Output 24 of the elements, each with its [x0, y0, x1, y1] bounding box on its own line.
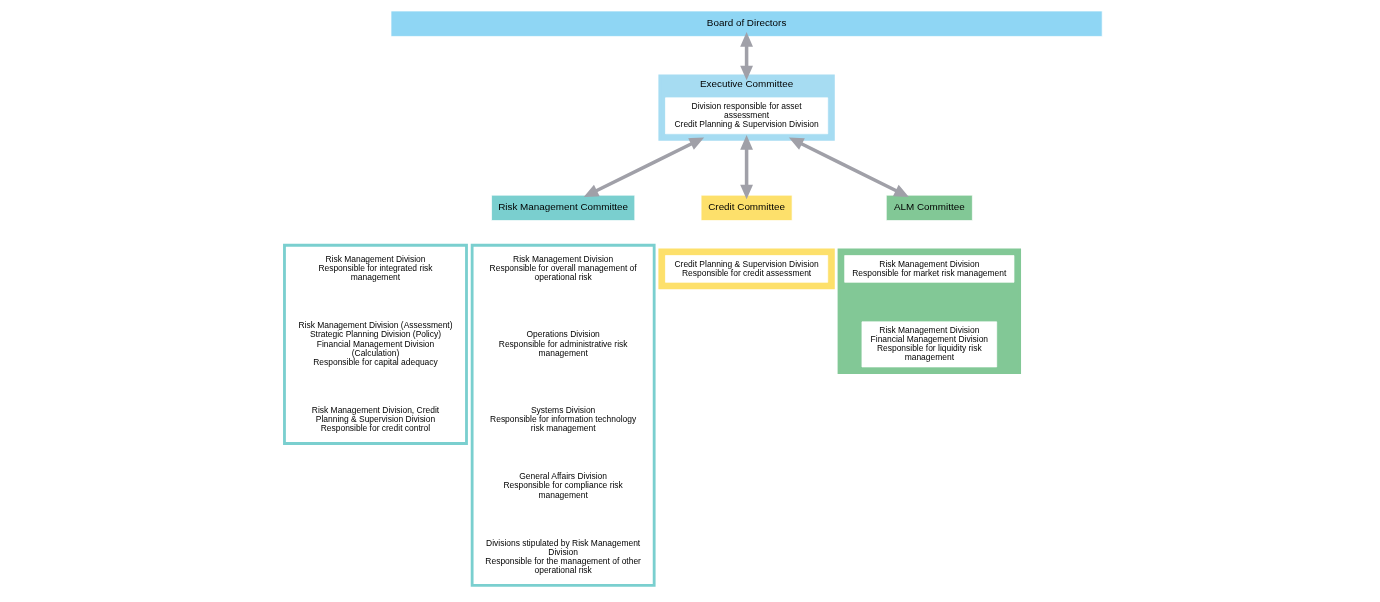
arrow [583, 137, 704, 197]
node-text: Risk Management Division, Credit Planning & Supervision Division Responsible for credit control [311, 404, 439, 434]
cluster [282, 243, 468, 445]
arrow [739, 32, 753, 81]
arrow [739, 135, 753, 200]
node-box: Division responsible for asset assessment Credit Planning & Supervision Division [664, 97, 828, 135]
node-text: Divisions stipulated by Risk Management Division Responsible for the management of other operational risk [484, 537, 641, 576]
cluster [470, 243, 656, 587]
node-box: Risk Management Committee [490, 194, 635, 221]
node-box: Risk Management Division Financial Management Division Responsible for liquidity risk management [861, 321, 997, 368]
cluster [837, 248, 1021, 375]
node-text: Risk Management Division (Assessment) Strategic Planning Division (Policy) Financial Management Division (Calculation) Responsible for capital adequacy [297, 320, 453, 367]
node-box: Risk Management Division Responsible for market risk management [843, 255, 1014, 283]
node-text: General Affairs Division Responsible for compliance risk management [502, 471, 623, 500]
cluster [657, 248, 835, 290]
node-box: ALM Committee [885, 194, 973, 221]
node-text: Risk Management Division Responsible for integrated risk management [317, 253, 433, 283]
node-text: Systems Division Responsible for information technology risk management [489, 404, 636, 434]
node-box: Board of Directors [390, 10, 1103, 37]
arrow [788, 137, 909, 197]
node-text: Risk Management Division Responsible for overall management of operational risk [489, 253, 637, 283]
node-box: Credit Committee [700, 194, 792, 221]
node-box: Credit Planning & Supervision Division Responsible for credit assessment [664, 255, 828, 283]
node-text: Operations Division Responsible for administrative risk management [498, 329, 628, 358]
